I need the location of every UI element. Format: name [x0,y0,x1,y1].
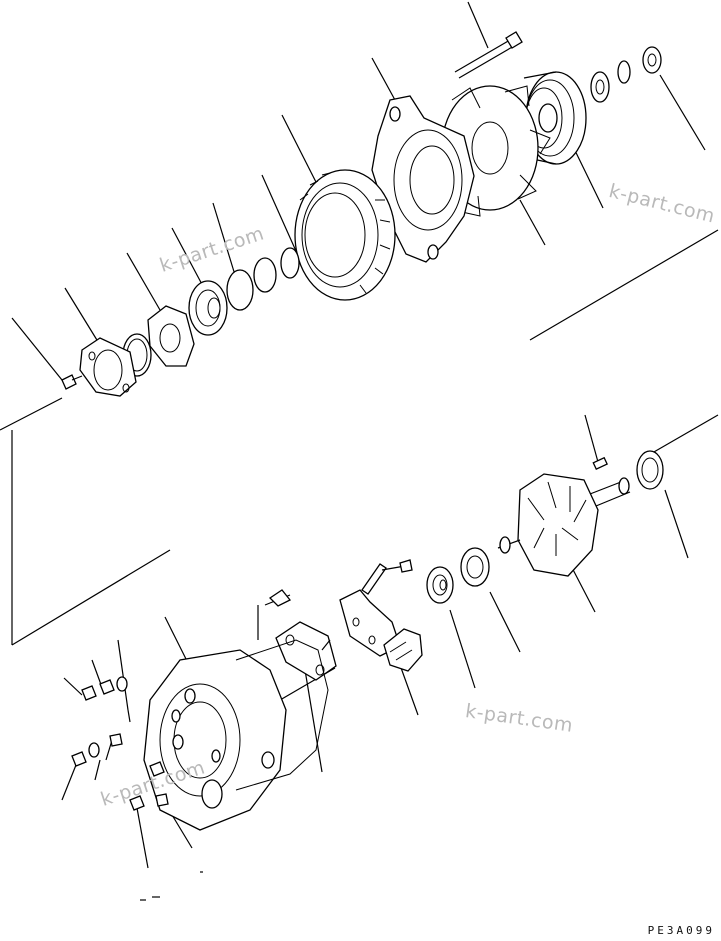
front-bearing [188,280,228,336]
bearing-cover [147,305,195,367]
through-bolt [454,31,523,79]
drive-end-frame [371,95,475,263]
cover-washer [226,269,254,311]
pulley-nut [642,46,662,74]
flat-washer [590,71,610,103]
leader-lines [0,1,719,869]
woodruff-key [592,456,608,471]
rear-bearing-2 [426,566,454,604]
regulator-plate [339,589,401,657]
retainer-ring [253,257,277,293]
rear-bearing [460,547,490,587]
rear-frame [143,639,329,831]
rotor-collar [636,450,664,490]
small-marks [140,871,203,901]
drawing-code: PE3A099 [647,924,715,937]
brush-holder [383,628,423,672]
retainer-plate [79,337,137,397]
spacer-ring [280,247,300,279]
spring-washer [617,60,631,84]
plate-screw [61,374,83,390]
terminal-screw [361,559,413,595]
stator [294,169,396,301]
rectifier [268,589,337,681]
terminal-nuts [71,676,169,811]
rotor [497,473,631,577]
